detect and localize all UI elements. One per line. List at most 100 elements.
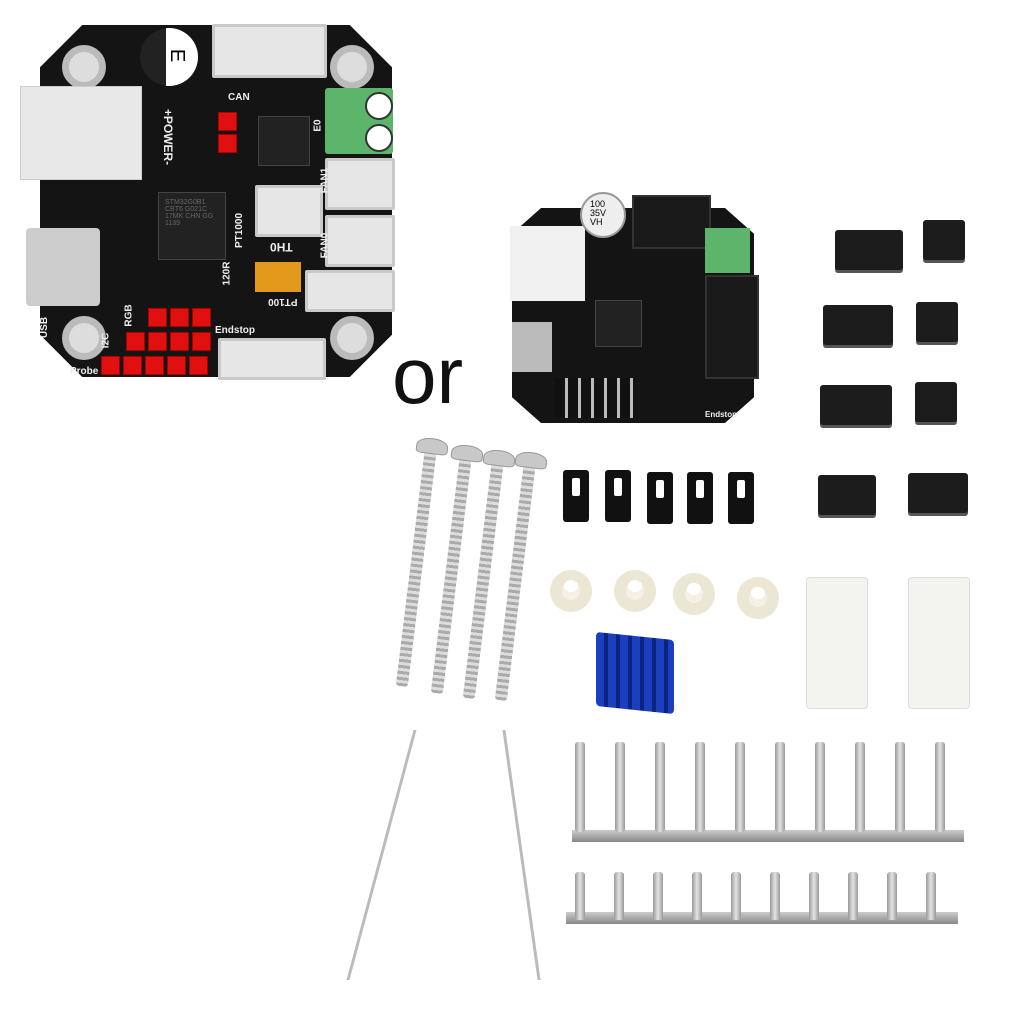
- crimp-terminal: [695, 742, 705, 832]
- mount-hole: [62, 45, 106, 89]
- connector-housing: [923, 220, 965, 260]
- endstop-connector: [218, 338, 326, 380]
- crimp-terminal: [809, 872, 819, 920]
- label-endstop: Endstop: [215, 325, 255, 336]
- dip-switch: [255, 262, 301, 292]
- label-fan0: FAN0: [319, 232, 331, 259]
- power-connector-small: [510, 226, 585, 301]
- header-pin: [167, 356, 186, 375]
- terminal-screw: [365, 124, 393, 152]
- spacer: [550, 570, 592, 612]
- header-pin: [123, 356, 142, 375]
- crimp-terminal: [575, 872, 585, 920]
- terminal-screw: [365, 92, 393, 120]
- label-pt1000: PT1000: [234, 212, 246, 249]
- label-e0: E0: [312, 119, 324, 132]
- screw: [395, 447, 437, 687]
- crimp-terminal: [848, 872, 858, 920]
- crimp-terminal: [926, 872, 936, 920]
- terminal-carrier-strip: [566, 912, 958, 924]
- screw: [462, 459, 504, 699]
- crimp-terminal: [655, 742, 665, 832]
- can-jumper-pin: [218, 134, 237, 153]
- crimp-terminal: [735, 742, 745, 832]
- usb-c-port: [26, 228, 100, 306]
- connector-housing: [908, 473, 968, 513]
- mount-hole: [330, 316, 374, 360]
- jumper-cap: [605, 470, 631, 522]
- crimp-terminal: [855, 742, 865, 832]
- pin-header-small: [555, 378, 635, 418]
- label-rgb: RGB: [123, 304, 135, 327]
- can-connector: [212, 24, 327, 78]
- driver-chip: [258, 116, 310, 166]
- jumper-cap: [728, 472, 754, 524]
- power-housing: [806, 577, 868, 709]
- crimp-terminal: [815, 742, 825, 832]
- jumper-cap: [647, 472, 673, 524]
- label-120r: 120R: [221, 261, 233, 286]
- label-i2c: I2C: [100, 332, 112, 349]
- label-pt100: PT100: [268, 296, 298, 307]
- header-pin: [170, 308, 189, 327]
- label-th0: TH0: [270, 240, 293, 254]
- mcu-chip: STM32G0B1 CBT6 G021C 17MK CHN GG 1139: [158, 192, 226, 260]
- or-text: or: [392, 331, 464, 420]
- connector-housing: [818, 475, 876, 515]
- fan0-connector: [325, 215, 395, 267]
- crimp-terminal: [692, 872, 702, 920]
- capacitor-small: 100 35V VH: [580, 192, 626, 238]
- crimp-terminal: [770, 872, 780, 920]
- header-pin: [101, 356, 120, 375]
- header-pin: [192, 332, 211, 351]
- terminal-carrier-strip: [572, 830, 964, 842]
- spacer: [614, 570, 656, 612]
- header-pin: [192, 308, 211, 327]
- connector-housing: [916, 302, 958, 342]
- screw: [494, 461, 536, 701]
- crimp-terminal: [614, 872, 624, 920]
- connector-black: [632, 195, 711, 249]
- fan1-connector: [325, 158, 395, 210]
- connector-housing: [823, 305, 893, 345]
- label-probe: Probe: [70, 366, 99, 377]
- connector-housing: [835, 230, 903, 270]
- label-usb: USB: [39, 316, 51, 339]
- usb-c-port-small: [512, 322, 552, 372]
- pt100-connector: [305, 270, 395, 312]
- label-can: CAN: [228, 92, 250, 103]
- crimp-terminal: [935, 742, 945, 832]
- spacer: [673, 573, 715, 615]
- connector-housing: [915, 382, 957, 422]
- jumper-cap: [687, 472, 713, 524]
- header-pin: [148, 308, 167, 327]
- power-housing: [908, 577, 970, 709]
- header-pin: [170, 332, 189, 351]
- label-endstop-small: Endstop: [705, 410, 737, 419]
- crimp-terminal: [731, 872, 741, 920]
- crimp-terminal: [575, 742, 585, 832]
- capacitor: E: [140, 28, 198, 86]
- spacer: [737, 577, 779, 619]
- mcu-chip-small: [595, 300, 642, 347]
- jumper-cap: [563, 470, 589, 522]
- crimp-terminal: [653, 872, 663, 920]
- connector-housing: [820, 385, 892, 425]
- header-pin: [189, 356, 208, 375]
- crimp-terminal: [895, 742, 905, 832]
- terminal-small: [705, 228, 750, 273]
- heatsink: [596, 631, 674, 715]
- crimp-terminal: [615, 742, 625, 832]
- crimp-terminal: [775, 742, 785, 832]
- th0-connector: [255, 185, 323, 237]
- label-power: +POWER-: [161, 108, 176, 166]
- header-pin: [145, 356, 164, 375]
- crimp-terminal: [887, 872, 897, 920]
- label-fan1: FAN1: [319, 167, 331, 194]
- screw: [430, 454, 472, 694]
- can-jumper-pin: [218, 112, 237, 131]
- header-pin: [148, 332, 167, 351]
- power-connector: [20, 86, 142, 180]
- connector-black: [705, 275, 759, 379]
- mount-hole: [330, 45, 374, 89]
